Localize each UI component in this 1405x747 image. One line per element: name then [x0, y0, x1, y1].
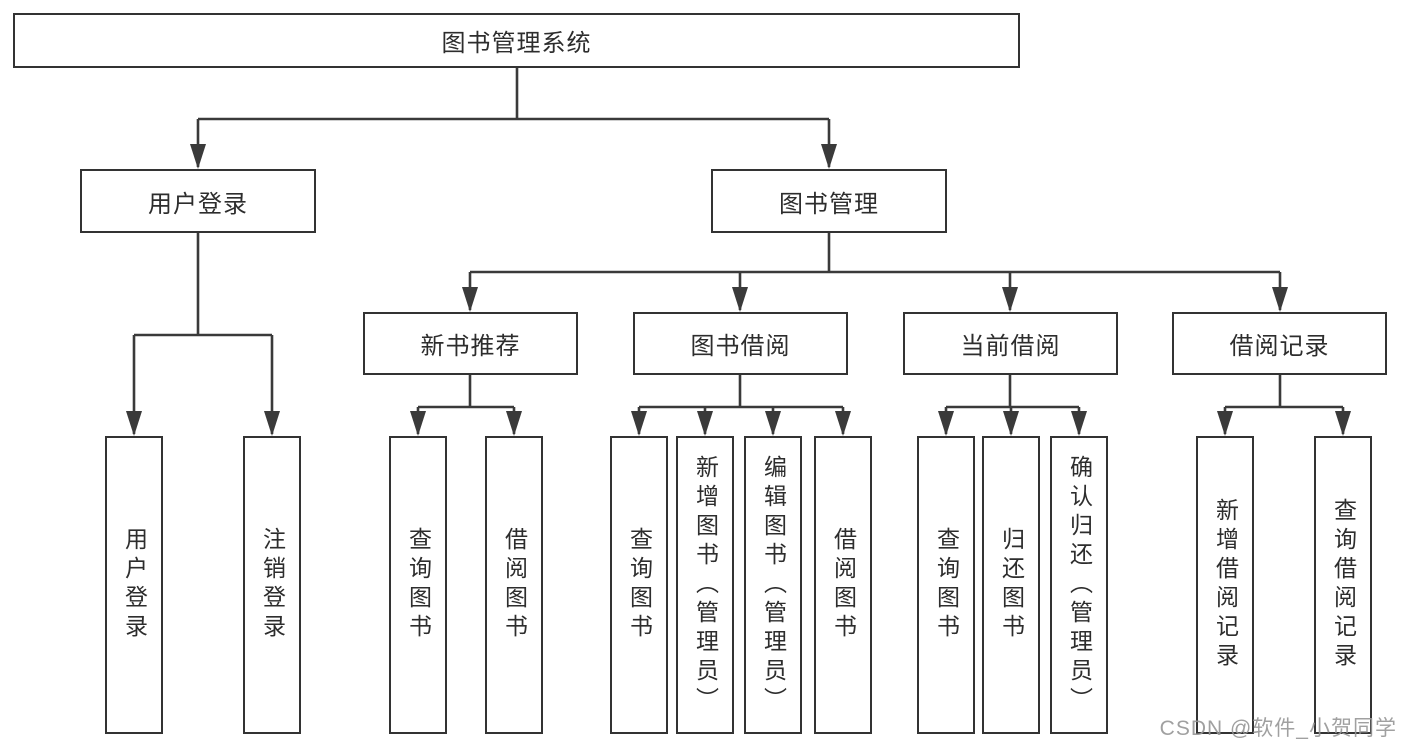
node-label: 用户登录: [148, 190, 248, 218]
leaf-label: 查询图书: [405, 527, 432, 643]
node-label: 新书推荐: [420, 333, 521, 360]
leaf-query-books-borrowing: 查询图书: [610, 436, 668, 734]
node-book-borrowing: 图书借阅: [633, 312, 848, 375]
node-new-book-recommend: 新书推荐: [363, 312, 578, 375]
leaf-label: 借阅图书: [830, 527, 857, 643]
csdn-watermark: CSDN @软件_小贺同学: [1159, 717, 1397, 740]
node-current-borrowing: 当前借阅: [903, 312, 1118, 375]
leaf-label: 新增图书（管理员）: [692, 454, 719, 716]
node-user-login: 用户登录: [80, 169, 316, 233]
leaf-label: 新增借阅记录: [1212, 498, 1239, 672]
leaf-label: 归还图书: [998, 527, 1025, 643]
leaf-add-borrow-record: 新增借阅记录: [1196, 436, 1254, 734]
node-label: 图书借阅: [690, 333, 791, 360]
leaf-label: 查询图书: [933, 527, 960, 643]
node-borrowing-records: 借阅记录: [1172, 312, 1387, 375]
node-library-system: 图书管理系统: [13, 13, 1020, 68]
leaf-borrow-books-recommend: 借阅图书: [485, 436, 543, 734]
leaf-label: 用户登录: [121, 527, 148, 643]
leaf-label: 查询借阅记录: [1330, 498, 1357, 672]
leaf-label: 查询图书: [626, 527, 653, 643]
node-label: 借阅记录: [1229, 333, 1330, 360]
leaf-label: 编辑图书（管理员）: [760, 454, 787, 716]
leaf-query-books-recommend: 查询图书: [389, 436, 447, 734]
leaf-label: 注销登录: [259, 527, 286, 643]
leaf-add-books-admin: 新增图书（管理员）: [676, 436, 734, 734]
leaf-query-books-current: 查询图书: [917, 436, 975, 734]
leaf-borrow-books-borrowing: 借阅图书: [814, 436, 872, 734]
node-book-management: 图书管理: [711, 169, 947, 233]
leaf-label: 确认归还（管理员）: [1066, 454, 1093, 716]
leaf-edit-books-admin: 编辑图书（管理员）: [744, 436, 802, 734]
leaf-user-login: 用户登录: [105, 436, 163, 734]
leaf-query-borrow-record: 查询借阅记录: [1314, 436, 1372, 734]
leaf-return-books: 归还图书: [982, 436, 1040, 734]
node-label: 图书管理: [779, 190, 879, 218]
leaf-confirm-return-admin: 确认归还（管理员）: [1050, 436, 1108, 734]
leaf-label: 借阅图书: [501, 527, 528, 643]
node-label: 当前借阅: [960, 333, 1061, 360]
leaf-logout: 注销登录: [243, 436, 301, 734]
node-label: 图书管理系统: [441, 30, 592, 57]
